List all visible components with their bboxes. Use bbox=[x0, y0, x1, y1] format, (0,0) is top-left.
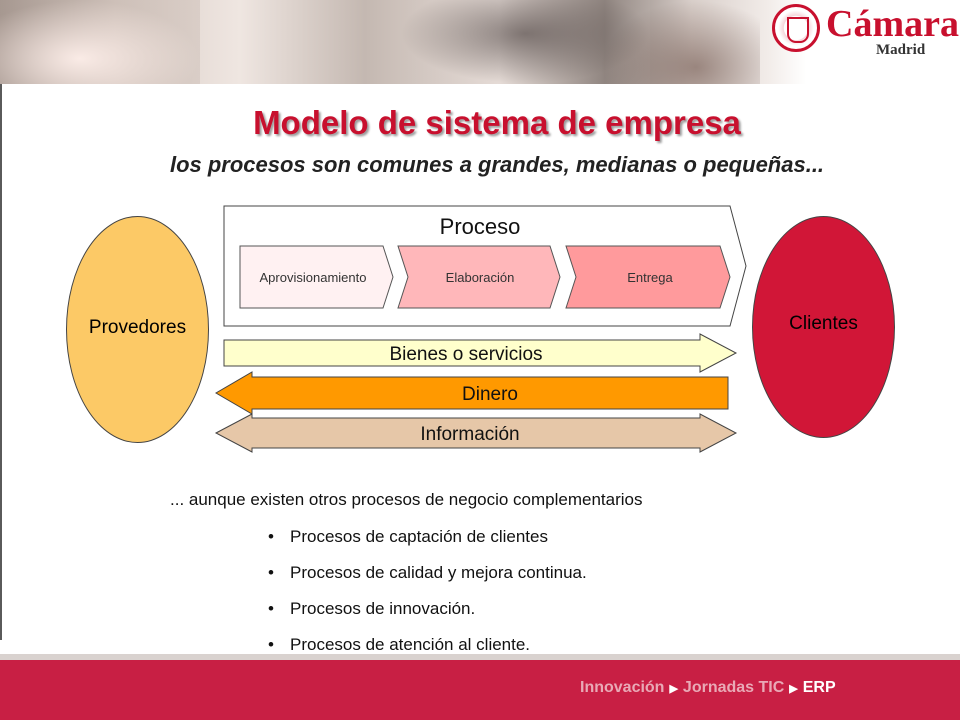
breadcrumb-item[interactable]: Jornadas TIC bbox=[682, 679, 785, 696]
list-item: Procesos de captación de clientes bbox=[268, 526, 587, 562]
footer-top-line bbox=[0, 654, 960, 660]
step-aprovisionamiento-shape bbox=[239, 245, 394, 309]
breadcrumb: Innovación ▶ Jornadas TIC ▶ ERP bbox=[580, 679, 836, 697]
logo-name: Cámara bbox=[826, 3, 959, 45]
process-diagram: Proceso Aprovisionamiento Elaboración En… bbox=[214, 205, 747, 453]
flow-dinero-arrow bbox=[215, 371, 729, 415]
breadcrumb-item[interactable]: Innovación bbox=[580, 679, 665, 696]
step-entrega-shape bbox=[565, 245, 731, 309]
breadcrumb-current: ERP bbox=[802, 679, 836, 696]
step-elaboracion-shape bbox=[397, 245, 561, 309]
process-label: Proceso bbox=[440, 214, 521, 239]
slide-title: Modelo de sistema de empresa bbox=[253, 104, 741, 141]
caret-right-icon: ▶ bbox=[789, 683, 798, 695]
flow-bienes-label: Bienes o servicios bbox=[389, 344, 542, 365]
list-item: Procesos de atención al cliente. bbox=[268, 634, 587, 670]
complementary-list: Procesos de captación de clientes Proces… bbox=[268, 526, 587, 670]
step-aprovisionamiento-label: Aprovisionamiento bbox=[260, 270, 367, 285]
step-entrega-label: Entrega bbox=[627, 270, 673, 285]
clientes-ellipse: Clientes bbox=[752, 216, 895, 438]
flow-bienes-arrow bbox=[223, 333, 738, 373]
logo-subname: Madrid bbox=[876, 42, 926, 58]
clientes-label: Clientes bbox=[789, 313, 858, 334]
flow-informacion-arrow bbox=[214, 413, 738, 453]
list-item: Procesos de innovación. bbox=[268, 598, 587, 634]
complementary-heading: ... aunque existen otros procesos de neg… bbox=[170, 490, 643, 509]
list-item: Procesos de calidad y mejora continua. bbox=[268, 562, 587, 598]
slide-subtitle: los procesos son comunes a grandes, medi… bbox=[169, 152, 825, 177]
caret-right-icon: ▶ bbox=[669, 683, 678, 695]
footer-bar bbox=[0, 660, 960, 720]
step-elaboracion-label: Elaboración bbox=[446, 270, 515, 285]
left-divider bbox=[0, 84, 2, 640]
flow-informacion-label: Información bbox=[420, 424, 519, 445]
camara-seal-logo bbox=[772, 4, 820, 52]
flow-dinero-label: Dinero bbox=[462, 384, 518, 405]
provedores-ellipse: Provedores bbox=[66, 216, 209, 443]
provedores-label: Provedores bbox=[88, 317, 187, 338]
